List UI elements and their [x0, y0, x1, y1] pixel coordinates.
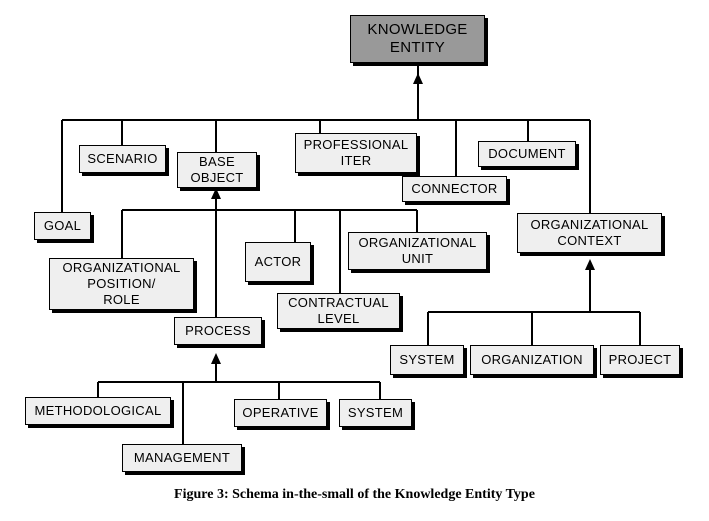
connector-node: CONNECTOR — [402, 176, 507, 202]
organizational-context-node: ORGANIZATIONAL CONTEXT — [517, 213, 662, 253]
base-object-node: BASE OBJECT — [177, 152, 257, 188]
actor-node: ACTOR — [245, 242, 311, 282]
document-node: DOCUMENT — [478, 141, 576, 167]
contractual-level-node: CONTRACTUAL LEVEL — [277, 293, 400, 329]
system-node-organizational: SYSTEM — [390, 345, 464, 375]
process-node: PROCESS — [174, 317, 262, 345]
operative-node: OPERATIVE — [234, 399, 327, 427]
system-node-process: SYSTEM — [339, 399, 412, 427]
organizational-unit-node: ORGANIZATIONAL UNIT — [348, 232, 487, 270]
scenario-node: SCENARIO — [79, 145, 166, 173]
project-node: PROJECT — [600, 345, 680, 375]
goal-node: GOAL — [34, 212, 91, 240]
knowledge-entity-node: KNOWLEDGE ENTITY — [350, 15, 485, 63]
figure-caption: Figure 3: Schema in-the-small of the Kno… — [174, 487, 535, 502]
organization-node: ORGANIZATION — [470, 345, 594, 375]
professional-iter-node: PROFESSIONAL ITER — [295, 133, 417, 173]
organizational-position-role-node: ORGANIZATIONAL POSITION/ ROLE — [49, 258, 194, 310]
methodological-node: METHODOLOGICAL — [25, 397, 171, 425]
management-node: MANAGEMENT — [122, 444, 242, 472]
